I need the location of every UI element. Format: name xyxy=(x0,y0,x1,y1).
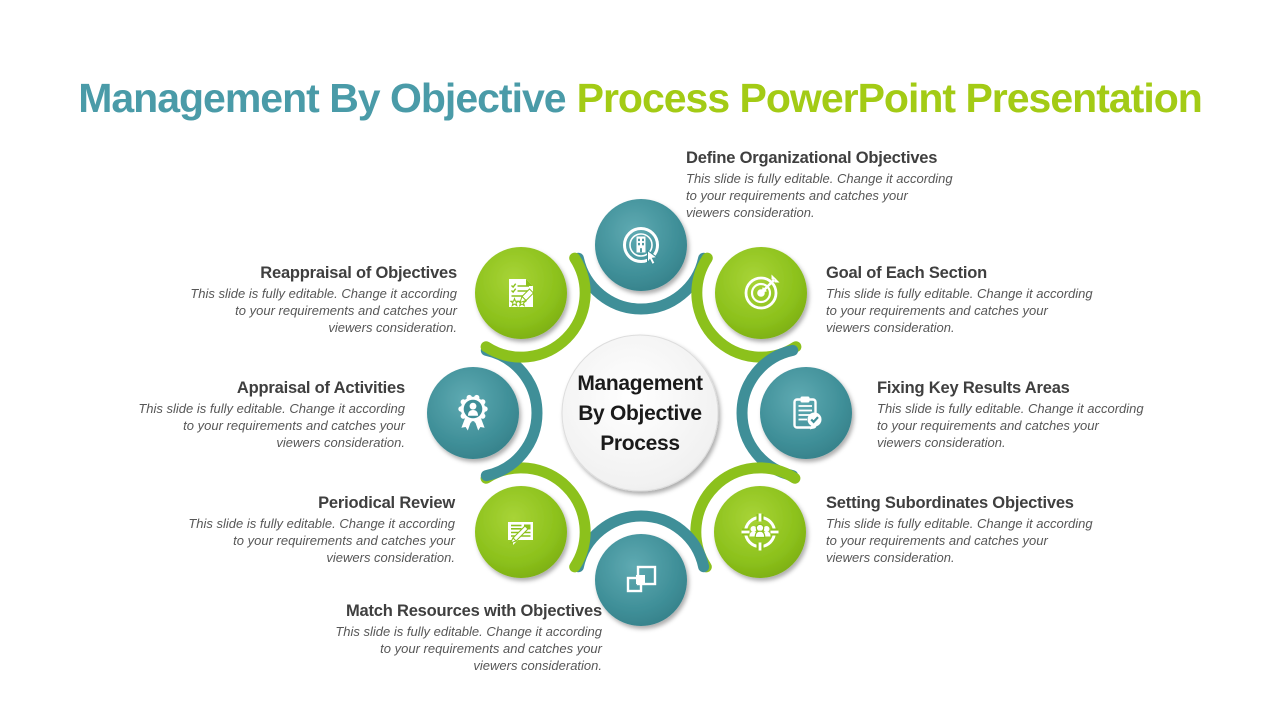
award-ribbon-person-icon xyxy=(458,394,488,431)
center-label: Management By Objective Process xyxy=(577,372,703,455)
node-match-resources-with-objectives xyxy=(595,534,687,626)
label-setting-subordinates-objectives: Setting Subordinates Objectives This sli… xyxy=(826,494,1166,566)
item-title: Periodical Review xyxy=(318,494,455,512)
dart-target-icon xyxy=(744,274,780,310)
item-description: This slide is fully editable. Change it … xyxy=(686,171,953,220)
checklist-pencil-stars-icon xyxy=(509,279,535,307)
label-match-resources-with-objectives: Match Resources with Objectives This sli… xyxy=(262,602,602,674)
node-setting-subordinates-objectives xyxy=(714,486,806,578)
item-title: Appraisal of Activities xyxy=(236,379,405,397)
item-title: Match Resources with Objectives xyxy=(345,602,602,620)
label-reappraisal-of-objectives: Reappraisal of Objectives This slide is … xyxy=(117,264,457,336)
note-pencil-bubble-icon xyxy=(508,522,533,545)
node-appraisal-of-activities xyxy=(427,367,519,459)
label-periodical-review: Periodical Review This slide is fully ed… xyxy=(115,494,455,566)
item-title: Setting Subordinates Objectives xyxy=(826,494,1074,512)
node-goal-of-each-section xyxy=(715,247,807,339)
item-description: This slide is fully editable. Change it … xyxy=(826,286,1093,335)
node-periodical-review xyxy=(475,486,567,578)
label-appraisal-of-activities: Appraisal of Activities This slide is fu… xyxy=(65,379,405,451)
ring-arc-top-left xyxy=(480,252,591,363)
label-goal-of-each-section: Goal of Each Section This slide is fully… xyxy=(826,264,1166,336)
item-title: Goal of Each Section xyxy=(826,264,988,282)
team-crosshair-icon xyxy=(741,513,779,551)
item-description: This slide is fully editable. Change it … xyxy=(188,516,455,565)
item-title: Reappraisal of Objectives xyxy=(260,264,457,282)
item-description: This slide is fully editable. Change it … xyxy=(826,516,1093,565)
item-title: Fixing Key Results Areas xyxy=(877,379,1070,397)
label-define-organizational-objectives: Define Organizational Objectives This sl… xyxy=(686,149,1026,221)
node-circle xyxy=(760,367,852,459)
item-description: This slide is fully editable. Change it … xyxy=(335,624,602,673)
item-description: This slide is fully editable. Change it … xyxy=(138,401,405,450)
clipboard-check-icon xyxy=(793,396,822,430)
label-fixing-key-results-areas: Fixing Key Results Areas This slide is f… xyxy=(877,379,1217,451)
overlapping-squares-icon xyxy=(626,565,657,593)
item-description: This slide is fully editable. Change it … xyxy=(877,401,1144,450)
center-circle xyxy=(561,334,719,492)
node-fixing-key-results-areas xyxy=(760,367,852,459)
item-title: Define Organizational Objectives xyxy=(686,149,938,167)
organization-target-icon xyxy=(623,227,659,266)
node-define-organizational-objectives xyxy=(595,199,687,291)
connector-rings xyxy=(480,252,802,573)
node-reappraisal-of-objectives xyxy=(475,247,567,339)
slide-title-part-green: Process PowerPoint Presentation xyxy=(576,75,1203,122)
slide-title-part-teal: Management By Objective xyxy=(78,75,566,122)
item-description: This slide is fully editable. Change it … xyxy=(190,286,457,335)
